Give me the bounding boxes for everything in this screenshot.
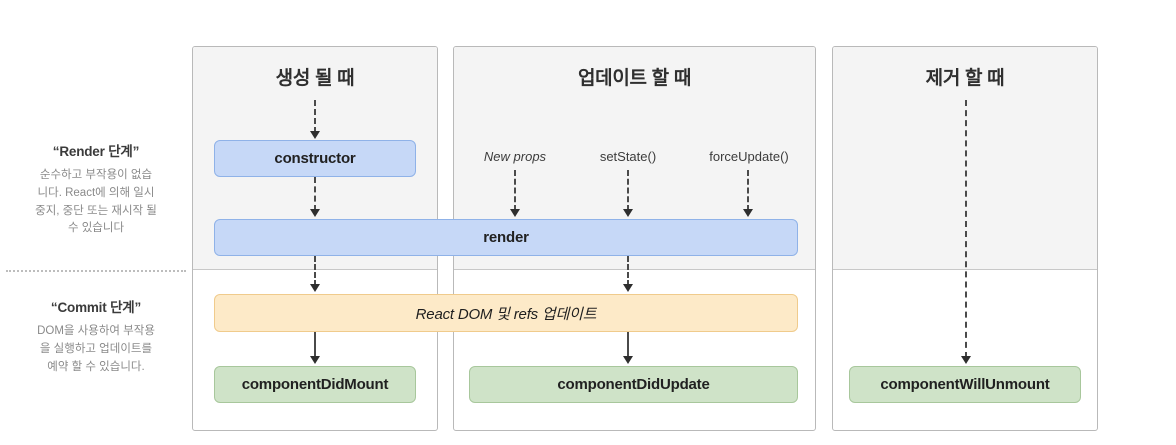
arrowhead-update-dom-refs [623, 284, 633, 292]
connector-force-update-to-render [747, 170, 749, 211]
connector-new-props-to-render [514, 170, 516, 211]
trigger-force-update: forceUpdate() [709, 149, 789, 164]
arrowhead-new-props [510, 209, 520, 217]
column-mounting-title: 생성 될 때 [275, 68, 355, 89]
connector-update-dom-to-did-update [627, 332, 629, 358]
connector-set-state-to-render [627, 170, 629, 211]
phase-render-desc-line-4: 수 있습니다 [67, 222, 125, 235]
arrowhead-component-did-update [623, 356, 633, 364]
node-component-will-unmount[interactable]: componentWillUnmount [849, 366, 1081, 403]
phase-render-desc-line-3: 중지, 중단 또는 재시작 될 [35, 204, 157, 217]
connector-unmount-top-to-will-unmount [965, 100, 967, 358]
connector-mount-top-to-constructor [314, 100, 316, 133]
phase-render-description: 순수하고 부작용이 없습 니다. React에 의해 일시 중지, 중단 또는 … [8, 167, 184, 238]
arrowhead-constructor [310, 131, 320, 139]
arrowhead-component-did-mount [310, 356, 320, 364]
node-constructor[interactable]: constructor [214, 140, 416, 177]
column-unmounting-title: 제거 할 때 [925, 68, 1005, 89]
phase-render-desc-line-2: 니다. React에 의해 일시 [37, 186, 155, 199]
phase-divider [6, 270, 186, 272]
arrowhead-set-state [623, 209, 633, 217]
node-react-dom-and-refs-update[interactable]: React DOM 및 refs 업데이트 [214, 294, 798, 332]
phase-render-title: “Render 단계” [52, 144, 140, 159]
node-component-did-mount[interactable]: componentDidMount [214, 366, 416, 403]
phase-commit-desc-line-2: 을 실행하고 업데이트를 [39, 342, 153, 355]
phase-label-render: “Render 단계” 순수하고 부작용이 없습 니다. React에 의해 일… [8, 140, 184, 238]
phase-commit-title: “Commit 단계” [50, 300, 142, 315]
node-component-did-update[interactable]: componentDidUpdate [469, 366, 798, 403]
arrowhead-mount-render [310, 209, 320, 217]
arrowhead-component-will-unmount [961, 356, 971, 364]
connector-mount-render-to-dom [314, 256, 316, 286]
arrowhead-force-update [743, 209, 753, 217]
phase-render-desc-line-1: 순수하고 부작용이 없습 [39, 169, 153, 181]
node-render[interactable]: render [214, 219, 798, 256]
arrowhead-mount-dom-refs [310, 284, 320, 292]
connector-update-render-to-dom [627, 256, 629, 286]
connector-mount-dom-to-did-mount [314, 332, 316, 358]
connector-constructor-to-render [314, 177, 316, 211]
column-updating-title: 업데이트 할 때 [577, 68, 692, 89]
phase-commit-desc-line-1: DOM을 사용하여 부작용 [37, 325, 155, 337]
trigger-new-props: New props [483, 149, 547, 164]
phase-commit-desc-line-3: 예약 할 수 있습니다. [47, 360, 145, 373]
trigger-set-state: setState() [599, 149, 657, 164]
phase-label-commit: “Commit 단계” DOM을 사용하여 부작용 을 실행하고 업데이트를 예… [8, 296, 184, 376]
phase-commit-description: DOM을 사용하여 부작용 을 실행하고 업데이트를 예약 할 수 있습니다. [8, 323, 184, 376]
